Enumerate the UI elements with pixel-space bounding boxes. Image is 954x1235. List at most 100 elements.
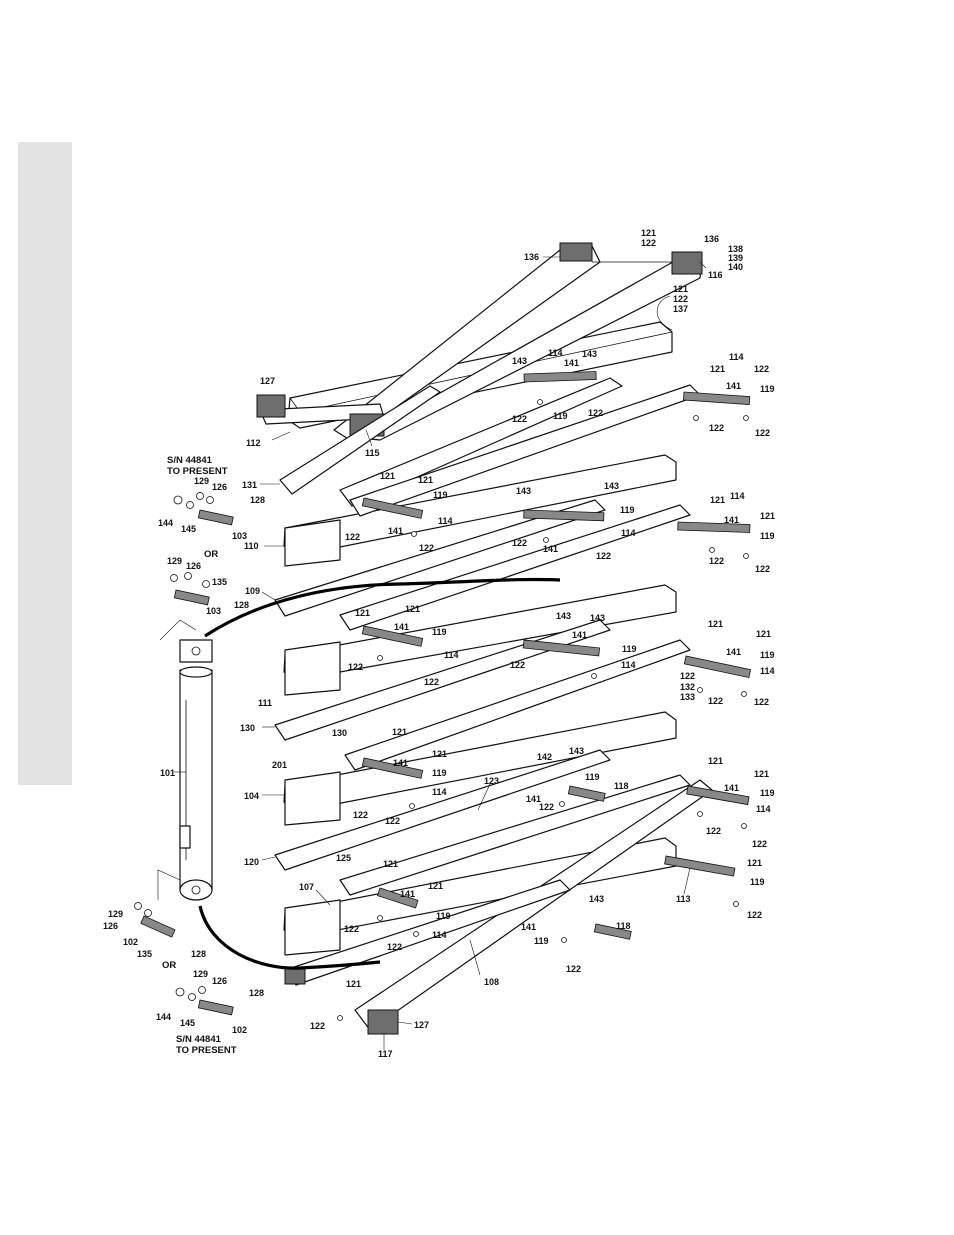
callout-121: 121 xyxy=(383,859,398,869)
callout-141: 141 xyxy=(526,794,541,804)
callout-113: 113 xyxy=(676,894,691,904)
callout-201: 201 xyxy=(272,760,287,770)
callout-119: 119 xyxy=(620,505,635,515)
note-to-present-top: TO PRESENT xyxy=(167,466,228,477)
callout-121: 121 xyxy=(708,756,723,766)
callout-144: 144 xyxy=(156,1012,171,1022)
callout-121: 122 xyxy=(754,364,769,374)
callout-114: 114 xyxy=(756,804,771,814)
callout-141: 141 xyxy=(393,758,408,768)
callout-116: 116 xyxy=(708,270,723,280)
callout-143: 143 xyxy=(512,356,527,366)
note-sn-top: S/N 44841 xyxy=(167,455,213,466)
callout-122: 122 xyxy=(673,294,688,304)
callout-122: 122 xyxy=(596,551,611,561)
arm-131 xyxy=(279,385,441,495)
pad-127-top xyxy=(256,394,286,418)
callout-121: 121 xyxy=(673,284,688,294)
callout-103: 103 xyxy=(232,531,247,541)
top-pad-136-right xyxy=(671,251,703,275)
callout-122: 122 xyxy=(588,408,603,418)
pad-117 xyxy=(284,967,306,985)
pad-127-bottom xyxy=(367,1009,399,1035)
callout-121: 121 xyxy=(380,471,395,481)
callout-122: 122 xyxy=(641,238,656,248)
callout-112: 112 xyxy=(246,438,261,448)
callout-114: 114 xyxy=(729,352,744,362)
callout-141: 141 xyxy=(564,358,579,368)
hydraulic-hose-upper xyxy=(204,577,561,638)
callout-141: 141 xyxy=(521,922,536,932)
callout-129: 129 xyxy=(193,969,208,979)
callout-122: 122 xyxy=(510,660,525,670)
callout-102: 102 xyxy=(232,1025,247,1035)
callout-141: 141 xyxy=(726,381,741,391)
callout-119: 119 xyxy=(760,531,775,541)
arm-level2-diag-left xyxy=(339,377,623,507)
top-pad-136-left xyxy=(559,242,593,262)
callout-142: 142 xyxy=(537,752,552,762)
callout-122: 122 xyxy=(424,677,439,687)
callout-129: 129 xyxy=(194,476,209,486)
pin-102-lower xyxy=(197,999,234,1016)
callout-122: 122 xyxy=(512,414,527,424)
callout-121: 121 xyxy=(710,495,725,505)
callout-121: 121 xyxy=(392,727,407,737)
callout-107: 107 xyxy=(299,882,314,892)
callout-121: 121 xyxy=(641,228,656,238)
callout-119: 119 xyxy=(432,768,447,778)
callout-126: 126 xyxy=(186,561,201,571)
note-to-present-bottom: TO PRESENT xyxy=(176,1045,237,1056)
pivot-pins xyxy=(337,371,752,1021)
callout-127: 127 xyxy=(414,1020,429,1030)
scissor-arm-assembly xyxy=(256,242,713,1035)
callout-121: 121 xyxy=(346,979,361,989)
callout-126: 126 xyxy=(103,921,118,931)
hydraulic-cylinder-101 xyxy=(157,577,561,970)
callout-122: 122 xyxy=(680,671,695,681)
note-or-top: OR xyxy=(204,549,218,560)
callout-136: 136 xyxy=(704,234,719,244)
note-sn-bottom: S/N 44841 xyxy=(176,1034,222,1045)
callout-122: 122 xyxy=(387,942,402,952)
callout-121: 121 xyxy=(428,881,443,891)
callout-122: 122 xyxy=(419,543,434,553)
callout-119: 119 xyxy=(760,650,775,660)
callout-102: 102 xyxy=(123,937,138,947)
callout-120: 120 xyxy=(244,857,259,867)
callout-145: 145 xyxy=(180,1018,195,1028)
part-callouts: 121 122 136 136 138 139 140 116 121 122 … xyxy=(103,228,775,1059)
callout-122: 122 xyxy=(708,696,723,706)
pin-103-lower xyxy=(173,589,210,606)
callout-145: 145 xyxy=(181,524,196,534)
callout-122: 122 xyxy=(747,910,762,920)
callout-143: 143 xyxy=(589,894,604,904)
callout-104: 104 xyxy=(244,791,259,801)
callout-121: 121 xyxy=(355,608,370,618)
callout-122: 122 xyxy=(345,532,360,542)
callout-114: 114 xyxy=(432,787,447,797)
leader-lines xyxy=(174,256,707,1050)
arm-107 xyxy=(284,899,341,956)
callout-128: 128 xyxy=(191,949,206,959)
callout-126: 126 xyxy=(212,976,227,986)
callout-122: 122 xyxy=(348,662,363,672)
arm-level3-diag xyxy=(339,504,691,631)
callout-143: 143 xyxy=(582,349,597,359)
callout-129: 129 xyxy=(108,909,123,919)
callout-140: 140 xyxy=(728,262,743,272)
callout-121: 121 xyxy=(756,629,771,639)
callout-119: 119 xyxy=(585,772,600,782)
callout-141: 141 xyxy=(724,783,739,793)
callout-122: 122 xyxy=(752,839,767,849)
cylinder-barrel xyxy=(179,669,213,891)
callout-128: 128 xyxy=(250,495,265,505)
side-margin-tab xyxy=(18,142,72,785)
arm-125 xyxy=(339,774,691,896)
callout-119: 119 xyxy=(760,788,775,798)
pin-102-upper xyxy=(140,915,176,938)
callout-122: 122 xyxy=(754,697,769,707)
callout-143: 143 xyxy=(604,481,619,491)
arm-120 xyxy=(274,749,611,871)
callout-114: 114 xyxy=(760,666,775,676)
